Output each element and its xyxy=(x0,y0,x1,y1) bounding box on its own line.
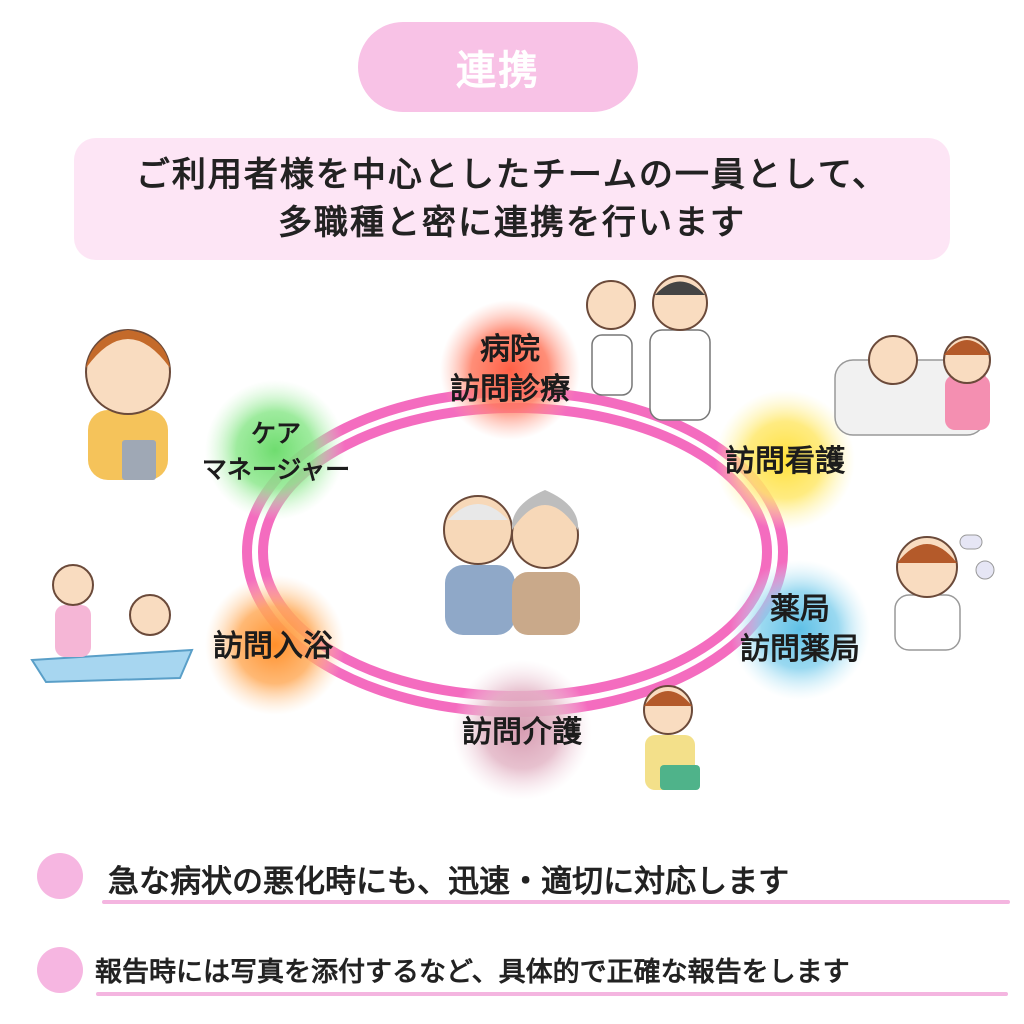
node-pharmacy-line-2: 訪問薬局 xyxy=(740,632,860,667)
bullet-text-1: 急な病状の悪化時にも、迅速・適切に対応します xyxy=(108,864,790,900)
node-care: 訪問介護 xyxy=(462,713,582,753)
node-care-manager-line-1: ケア xyxy=(250,419,302,448)
bullet-text-2: 報告時には写真を添付するなど、具体的で正確な報告をします xyxy=(95,957,850,988)
bullet-dot xyxy=(37,853,83,899)
node-hospital-line-1: 病院 xyxy=(480,332,540,367)
node-hospital-line-2: 訪問診療 xyxy=(450,372,570,407)
node-nursing: 訪問看護 xyxy=(725,442,845,482)
subtitle-box: ご利用者様を中心としたチームの一員として、 多職種と密に連携を行います xyxy=(74,138,950,260)
subtitle-line-2: 多職種と密に連携を行います xyxy=(278,203,746,243)
node-glow-pharmacy xyxy=(730,560,870,700)
bathing-illustration xyxy=(30,564,194,684)
bullet-row-1: 急な病状の悪化時にも、迅速・適切に対応します xyxy=(0,842,1024,912)
care-manager-illustration xyxy=(85,329,171,480)
bullet-row-2: 報告時には写真を添付するなど、具体的で正確な報告をします xyxy=(0,930,1024,1000)
bullet-underline xyxy=(102,900,1010,904)
node-hospital: 病院 訪問診療 xyxy=(450,330,570,410)
node-care-line-1: 訪問介護 xyxy=(462,715,582,750)
node-pharmacy-line-1: 薬局 xyxy=(770,592,830,627)
title-pill: 連携 xyxy=(358,22,638,112)
subtitle-line-1: ご利用者様を中心としたチームの一員として、 xyxy=(135,155,889,195)
pharmacist-illustration xyxy=(894,534,995,651)
doctor-illustration xyxy=(586,275,711,421)
node-care-manager: ケア マネージャー xyxy=(202,416,350,488)
node-pharmacy: 薬局 訪問薬局 xyxy=(740,590,860,670)
node-glow-nursing xyxy=(715,390,855,530)
node-nursing-line-1: 訪問看護 xyxy=(725,444,845,479)
nurse-bed-illustration xyxy=(834,335,991,436)
bullet-underline xyxy=(96,992,1008,996)
node-glow-hospital xyxy=(440,300,580,440)
node-bathing: 訪問入浴 xyxy=(213,627,333,667)
home-helper-illustration xyxy=(643,685,700,790)
bullet-dot xyxy=(37,947,83,993)
node-glow-care-manager xyxy=(205,380,345,520)
page-title: 連携 xyxy=(456,48,540,94)
node-glow-care xyxy=(452,660,592,800)
node-bathing-line-1: 訪問入浴 xyxy=(213,629,333,664)
node-care-manager-line-2: マネージャー xyxy=(201,455,351,484)
elderly-couple-illustration xyxy=(443,490,580,635)
node-glow-bathing xyxy=(205,575,345,715)
